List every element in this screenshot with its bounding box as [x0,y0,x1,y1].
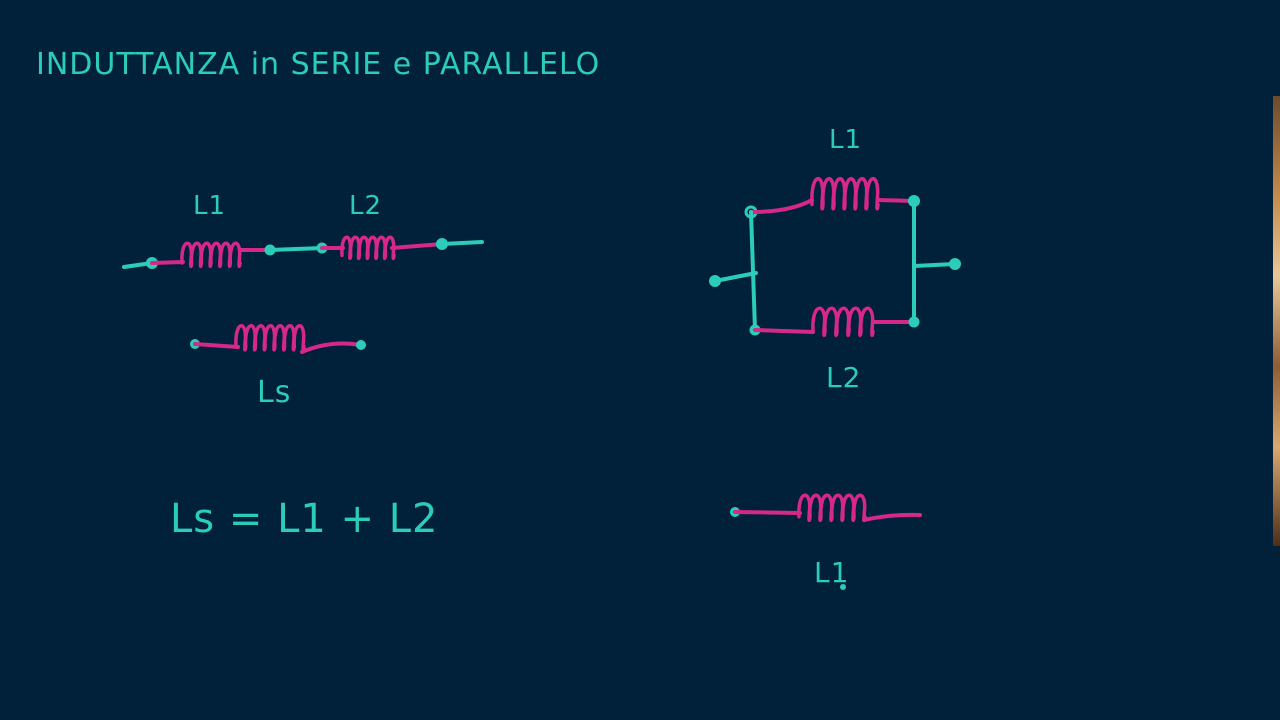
parallel-bottom-wire-left [753,328,815,334]
parallel-circuit: L1 L2 [709,125,961,394]
parallel-terminal-right [949,258,961,270]
series-wire-a [150,260,185,265]
series-formula: Ls = L1 + L2 [170,496,438,542]
inductor-l2-series-coil [340,235,396,261]
parallel-eq-wire-right [862,512,922,522]
parallel-lead-right [912,262,957,268]
series-eq-label: Ls [257,375,291,410]
inductor-l1-series [180,241,242,269]
inductor-lp [797,493,867,523]
series-label-l1: L1 [193,191,226,221]
inductor-ls-coil [234,324,306,352]
parallel-top-wire-right [876,198,916,203]
series-eq-wire-left [193,342,240,349]
series-eq-wire-right [300,341,363,354]
parallel-label-l1: L1 [829,125,862,155]
video-edge-strip [1273,0,1280,720]
series-eq-node-right [356,340,366,350]
inductor-l1-parallel-coil [810,177,880,211]
series-equivalent: Ls [190,324,366,410]
inductor-lp-coil [797,493,867,523]
inductor-l2-parallel-coil [811,306,875,337]
parallel-eq-label: L1 [814,556,849,589]
parallel-label-l2: L2 [826,361,861,394]
parallel-terminal-left [709,275,721,287]
inductor-l1-series-coil [180,241,242,269]
parallel-node-bottom-right [908,316,920,328]
parallel-top-wire-left [749,198,814,214]
series-label-l2: L2 [349,191,382,221]
series-link [268,246,324,252]
camera-thumbnail-edge [1273,96,1280,546]
page-title: INDUTTANZA in SERIE e PARALLELO [36,47,600,82]
series-wire-d [390,242,444,250]
parallel-equivalent: L1 [730,493,922,590]
inductor-l2-parallel [811,306,875,337]
inductor-l2-series [340,235,396,261]
parallel-lead-left [713,271,758,283]
inductor-ls [234,324,306,352]
parallel-eq-wire-left [733,510,802,515]
inductor-l1-parallel [810,177,880,211]
series-circuit: L1 L2 [122,191,484,269]
parallel-left-bus [749,210,757,332]
series-lead-right [440,240,484,246]
cursor-dot [840,584,846,590]
